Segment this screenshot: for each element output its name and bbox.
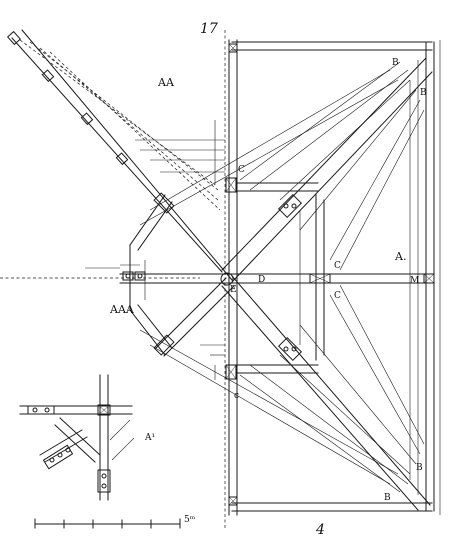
hip-rafters-upper [139,61,425,271]
label-c-lower: c [234,391,239,401]
label-AA: AA [157,76,175,89]
label-B-bottom-2: B [384,493,391,503]
bottom-mark: 4 [315,522,325,538]
hip-rafters-lower [139,284,425,493]
label-C-upper: C [238,165,245,175]
label-D: D [258,275,265,285]
tie-beam-horizontal [119,273,433,284]
joints [122,43,435,506]
scale-bar [34,518,181,529]
label-C-right-upper: C [334,261,341,271]
main-diagonals [11,29,433,511]
apse-framing [85,120,225,380]
label-B-top-2: B [420,88,427,98]
label-M: M [410,276,419,286]
label-B-top-1: B [392,58,399,68]
label-B-bottom-1: B [416,463,423,473]
arm-blocks [6,30,129,166]
label-AAA: AAA [109,303,135,316]
scale-label: 5ᵐ [184,515,196,525]
label-A1: A¹ [144,433,155,443]
projection-lines [19,39,221,211]
label-C-right-lower: C [334,291,341,301]
label-E: E [230,285,237,295]
inset-detail [19,374,135,501]
inner-frame [236,182,325,374]
label-A: A. [394,250,406,263]
page-number: 17 [200,21,218,37]
